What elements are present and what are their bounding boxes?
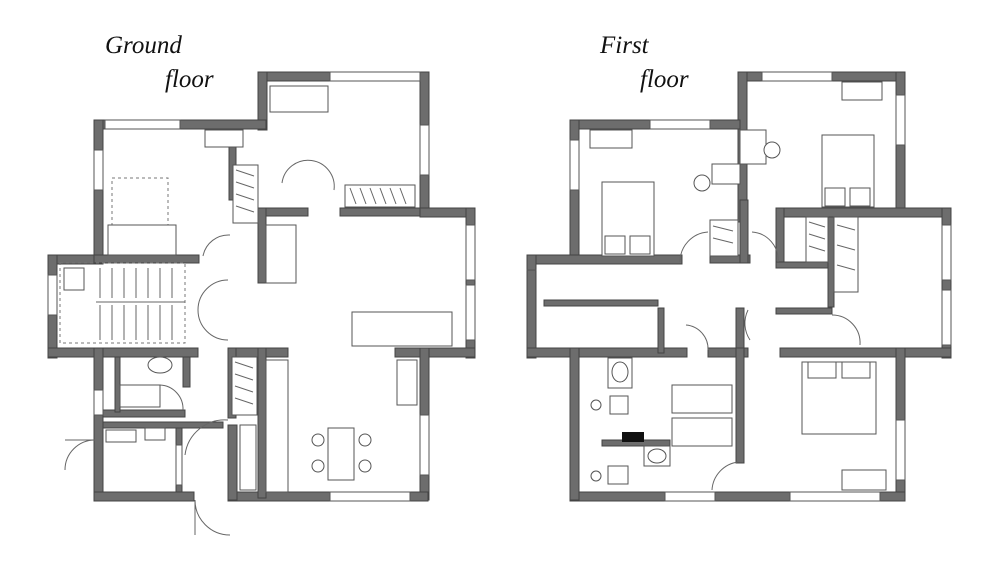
first-windows <box>526 71 952 502</box>
first-floor-plan <box>526 71 952 502</box>
ground-windows <box>47 71 476 502</box>
ground-floor-title-line1: Ground <box>105 32 182 59</box>
ground-furniture <box>59 85 453 493</box>
ground-doors <box>64 159 335 536</box>
first-floor-title-line1: First <box>600 32 649 59</box>
ground-floor-plan <box>47 71 476 536</box>
first-floor-title-line2: floor <box>640 66 689 93</box>
ground-floor-title-line2: floor <box>165 66 214 93</box>
first-furniture <box>589 81 887 491</box>
first-doors <box>679 231 861 491</box>
